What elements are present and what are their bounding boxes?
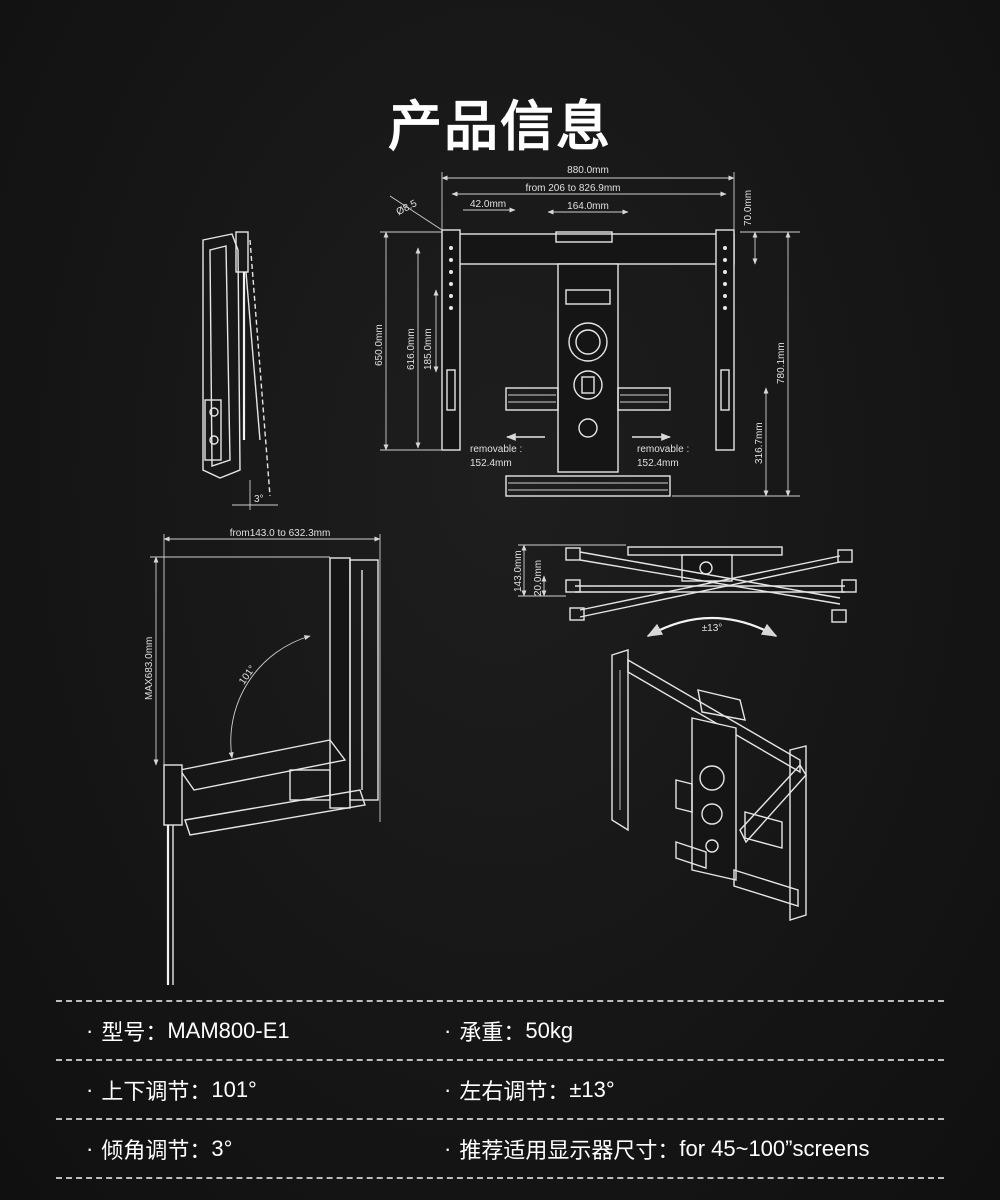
spec-label: 推荐适用显示器尺寸： xyxy=(459,1137,680,1163)
removable-right-label: removable : xyxy=(637,444,689,455)
spec-label: 承重： xyxy=(459,1019,526,1045)
bullet-icon: · xyxy=(444,1076,452,1102)
spec-value: 50kg xyxy=(525,1017,574,1043)
dim-max-extension: MAX683.0mm xyxy=(144,637,155,700)
front-view-drawing: 880.0mm from 206 to 826.9mm Ø8.5 42.0mm … xyxy=(374,165,800,497)
spec-value: MAM800-E1 xyxy=(167,1017,290,1043)
spec-value: ±13° xyxy=(569,1076,615,1102)
dim-up-down-angle: 101° xyxy=(237,664,258,687)
dim-depth-total: 143.0mm xyxy=(513,550,524,592)
bullet-icon: · xyxy=(86,1076,94,1102)
spec-value: 3° xyxy=(211,1135,233,1161)
spec-label: 倾角调节： xyxy=(101,1137,212,1163)
bullet-icon: · xyxy=(444,1017,452,1043)
spec-label: 上下调节： xyxy=(101,1078,212,1104)
spec-label: 型号： xyxy=(101,1019,168,1045)
spec-label: 左右调节： xyxy=(459,1078,570,1104)
spec-table: · 型号： MAM800-E1 · 承重： 50kg · 上下调节： 101° … xyxy=(56,1000,944,1179)
spec-row: · 倾角调节： 3° · 推荐适用显示器尺寸： for 45~100”scree… xyxy=(56,1120,944,1179)
bullet-icon: · xyxy=(86,1135,94,1161)
dim-top-offset: 70.0mm xyxy=(743,190,754,226)
spec-model: · 型号： MAM800-E1 xyxy=(56,1015,444,1047)
spec-load-capacity: · 承重： 50kg xyxy=(444,1015,944,1047)
dim-total-height: 780.1mm xyxy=(776,342,787,384)
spec-value: for 45~100”screens xyxy=(679,1135,870,1161)
removable-left-label: removable : xyxy=(470,444,522,455)
bullet-icon: · xyxy=(444,1135,452,1161)
bullet-icon: · xyxy=(86,1017,94,1043)
spec-value: 101° xyxy=(211,1076,257,1102)
dim-lower-height: 316.7mm xyxy=(754,422,765,464)
spec-row: · 型号： MAM800-E1 · 承重： 50kg xyxy=(56,1000,944,1061)
removable-left-value: 152.4mm xyxy=(470,458,512,469)
swivel-view-drawing: 143.0mm 20.0mm ±13° xyxy=(513,544,857,637)
spec-tilt-adjust: · 倾角调节： 3° xyxy=(56,1133,444,1165)
dim-center-width: 164.0mm xyxy=(567,201,609,212)
dim-slot-height: 185.0mm xyxy=(423,328,434,370)
dim-depth-min: 20.0mm xyxy=(533,560,544,596)
dim-overall-height: 650.0mm xyxy=(374,324,385,366)
technical-drawings: 880.0mm from 206 to 826.9mm Ø8.5 42.0mm … xyxy=(144,165,857,985)
spec-horizontal-adjust: · 左右调节： ±13° xyxy=(444,1074,944,1106)
spec-row: · 上下调节： 101° · 左右调节： ±13° xyxy=(56,1061,944,1120)
side-view-drawing: 3° xyxy=(202,231,278,510)
extension-view-drawing: from143.0 to 632.3mm MAX683.0mm 101° xyxy=(144,528,381,985)
spec-screen-size: · 推荐适用显示器尺寸： for 45~100”screens xyxy=(444,1133,944,1165)
dim-width-range: from 206 to 826.9mm xyxy=(525,183,620,194)
removable-right-value: 152.4mm xyxy=(637,458,679,469)
page-title: 产品信息 xyxy=(388,95,612,158)
dim-extension-range: from143.0 to 632.3mm xyxy=(230,528,331,539)
dim-tilt-angle: 3° xyxy=(254,494,264,505)
isometric-view-drawing xyxy=(611,649,807,921)
dim-inner-height: 616.0mm xyxy=(406,328,417,370)
dim-swivel-angle: ±13° xyxy=(702,623,723,634)
spec-vertical-adjust: · 上下调节： 101° xyxy=(56,1074,444,1106)
dim-hole-spacing: 42.0mm xyxy=(470,199,506,210)
dim-overall-width: 880.0mm xyxy=(567,165,609,176)
